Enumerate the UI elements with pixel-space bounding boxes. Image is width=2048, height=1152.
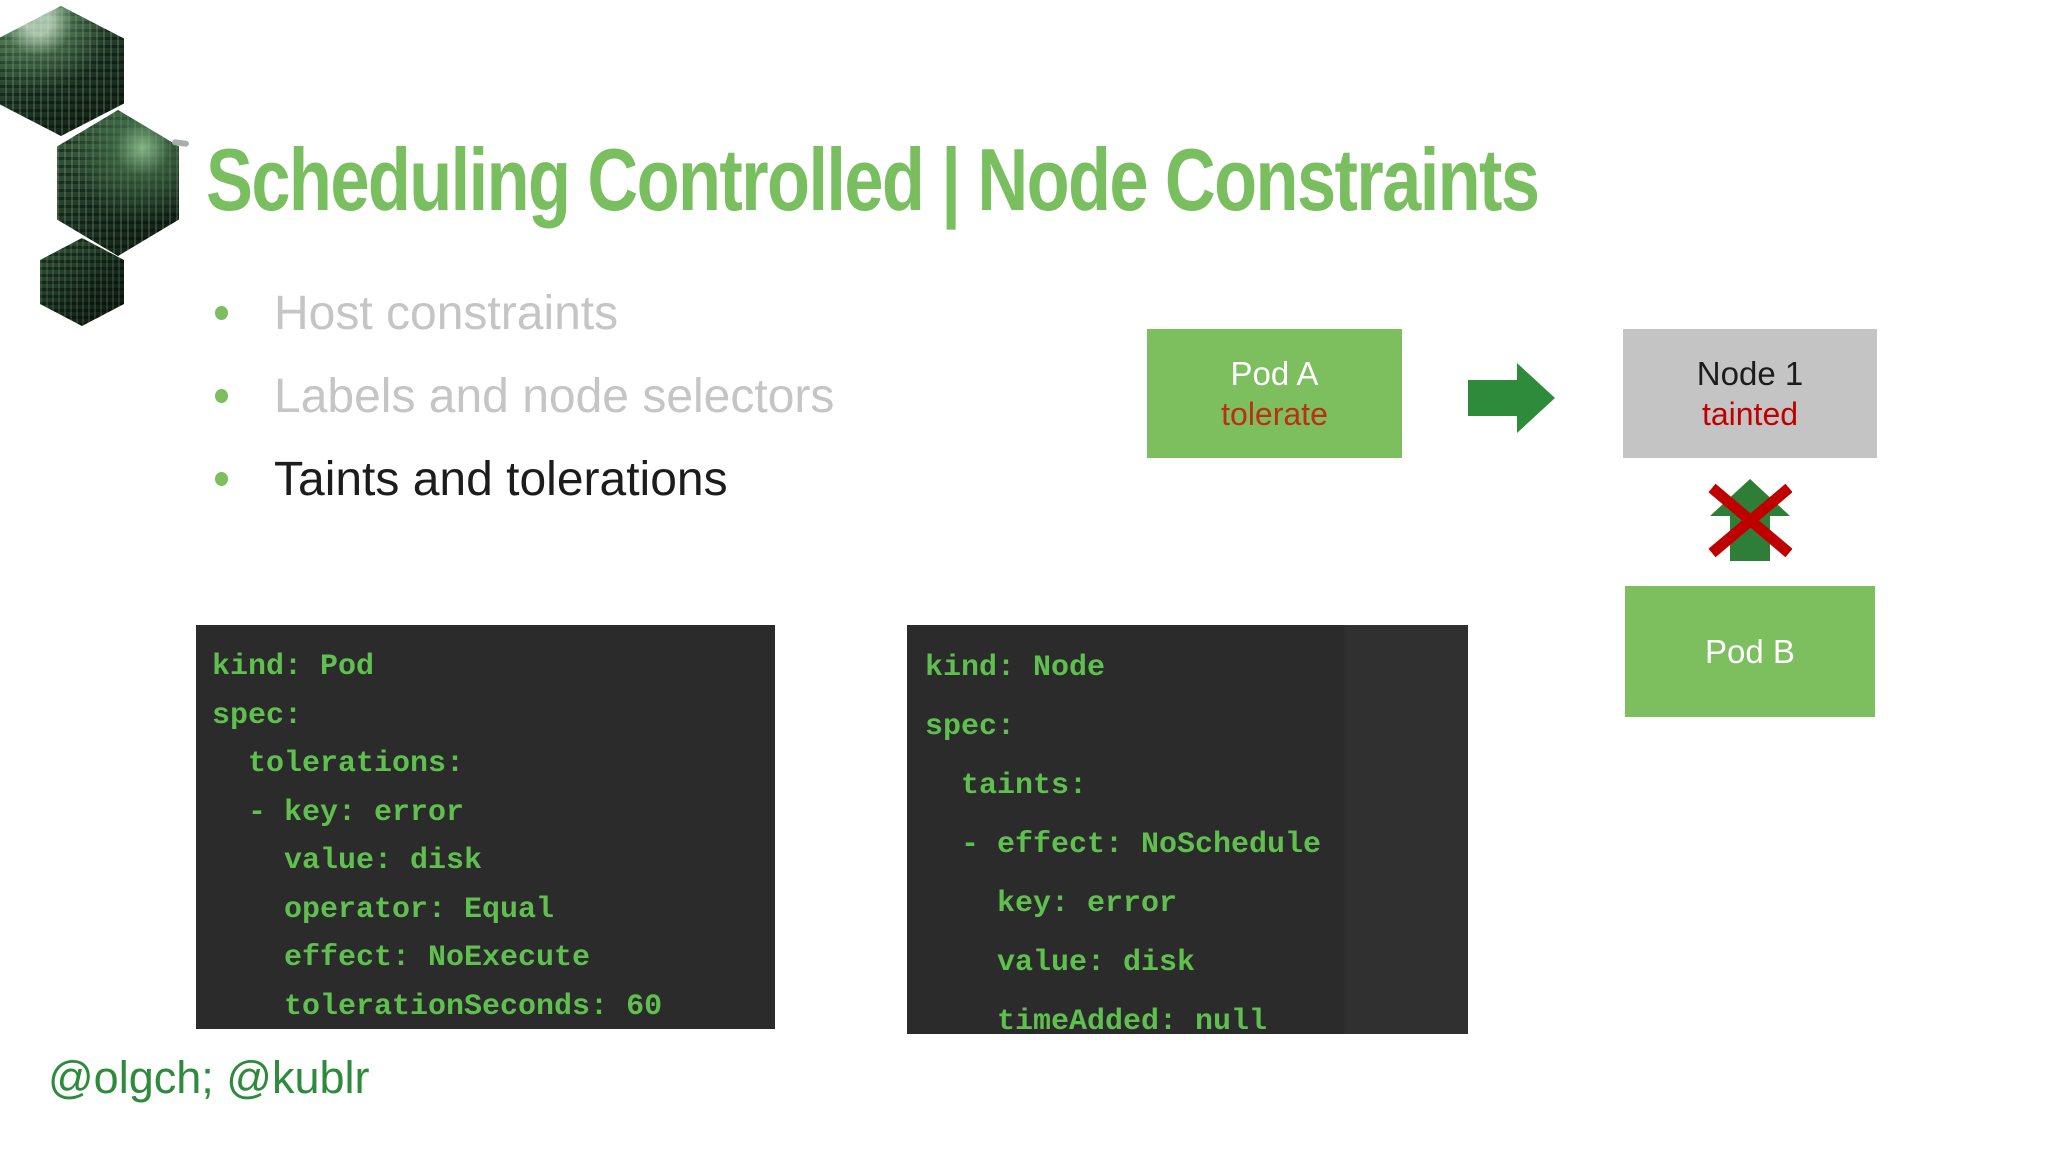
node-1-subtitle: tainted: [1701, 395, 1799, 432]
node-1-label: Node 1: [1696, 354, 1804, 392]
pod-a-box: Pod A tolerate: [1147, 329, 1402, 458]
bullet-item-taints-tolerations: Taints and tolerations: [215, 443, 728, 515]
bullet-dot-icon: [215, 389, 228, 403]
arrow-right-icon: [1468, 363, 1555, 433]
footer-handles: @olgch; @kublr: [48, 1052, 370, 1103]
bullet-dot-icon: [215, 472, 228, 486]
blocked-scheduling-icon: [1708, 479, 1792, 561]
bullet-item-host-constraints: Host constraints: [215, 277, 618, 349]
pod-b-label: Pod B: [1705, 633, 1795, 670]
cross-icon: [1708, 483, 1792, 558]
bullet-label: Taints and tolerations: [274, 452, 728, 506]
hexagon-logo-icon: [57, 110, 179, 256]
node-1-box: Node 1 tainted: [1623, 329, 1877, 458]
pod-a-subtitle: tolerate: [1221, 395, 1328, 432]
bullet-label: Host constraints: [274, 286, 619, 340]
bullet-label: Labels and node selectors: [274, 369, 835, 423]
node-yaml-code-block: kind: Node spec: taints: - effect: NoSch…: [907, 625, 1468, 1034]
bullet-item-labels-node-selectors: Labels and node selectors: [215, 360, 834, 432]
pod-yaml-code-block: kind: Pod spec: tolerations: - key: erro…: [196, 625, 775, 1029]
hexagon-logo-icon: [0, 6, 124, 136]
pod-a-label: Pod A: [1230, 354, 1319, 392]
pod-b-box: Pod B: [1625, 586, 1875, 717]
bullet-dot-icon: [215, 306, 228, 320]
page-title: Scheduling Controlled | Node Constraints: [206, 130, 1540, 229]
